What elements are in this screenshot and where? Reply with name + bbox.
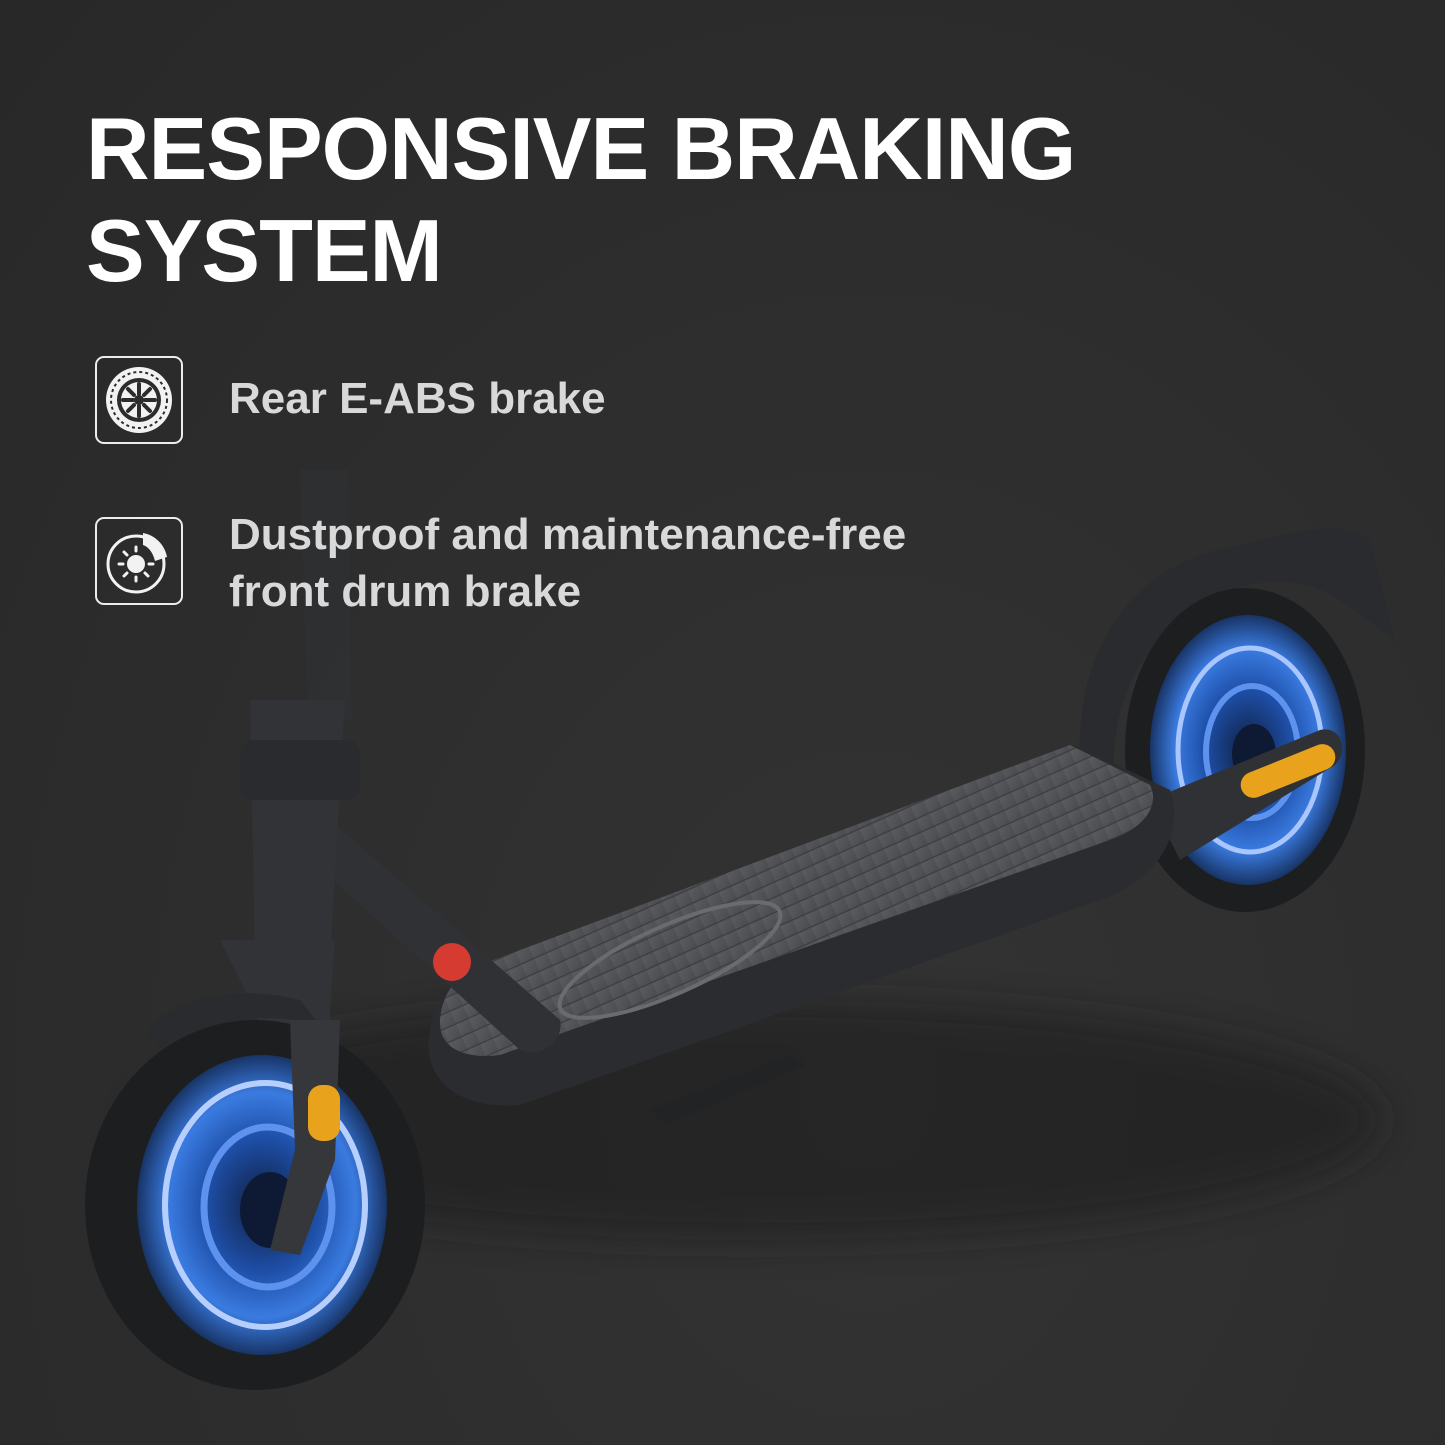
wheel-icon xyxy=(95,356,183,444)
front-fender xyxy=(145,993,320,1050)
feature-rear-brake: Rear E-ABS brake xyxy=(95,356,606,444)
stem-clamp xyxy=(240,740,360,800)
scooter-stem xyxy=(250,700,345,960)
kickstand xyxy=(650,1055,805,1125)
rear-reflector xyxy=(1240,744,1336,798)
headline: RESPONSIVE BRAKING SYSTEM xyxy=(86,98,1186,302)
frame-tube xyxy=(300,820,561,1053)
red-button xyxy=(433,943,471,981)
front-reflector xyxy=(308,1085,340,1141)
front-wheel xyxy=(85,1020,425,1390)
rear-fender xyxy=(1079,528,1395,790)
headline-line-1: RESPONSIVE BRAKING xyxy=(86,99,1076,198)
deck-logo-plate xyxy=(557,900,783,1020)
front-fork-leg xyxy=(270,1020,340,1255)
deck-grip xyxy=(439,745,1154,1056)
feature-front-drum-brake-label: Dustproof and maintenance-free front dru… xyxy=(229,510,907,616)
scooter-stem-upper xyxy=(300,470,352,720)
drum-brake-icon xyxy=(95,517,183,605)
headline-line-2: SYSTEM xyxy=(86,201,443,300)
feature-rear-brake-label: Rear E-ABS brake xyxy=(229,374,606,423)
feature-front-drum-brake: Dustproof and maintenance-free front dru… xyxy=(95,510,906,620)
